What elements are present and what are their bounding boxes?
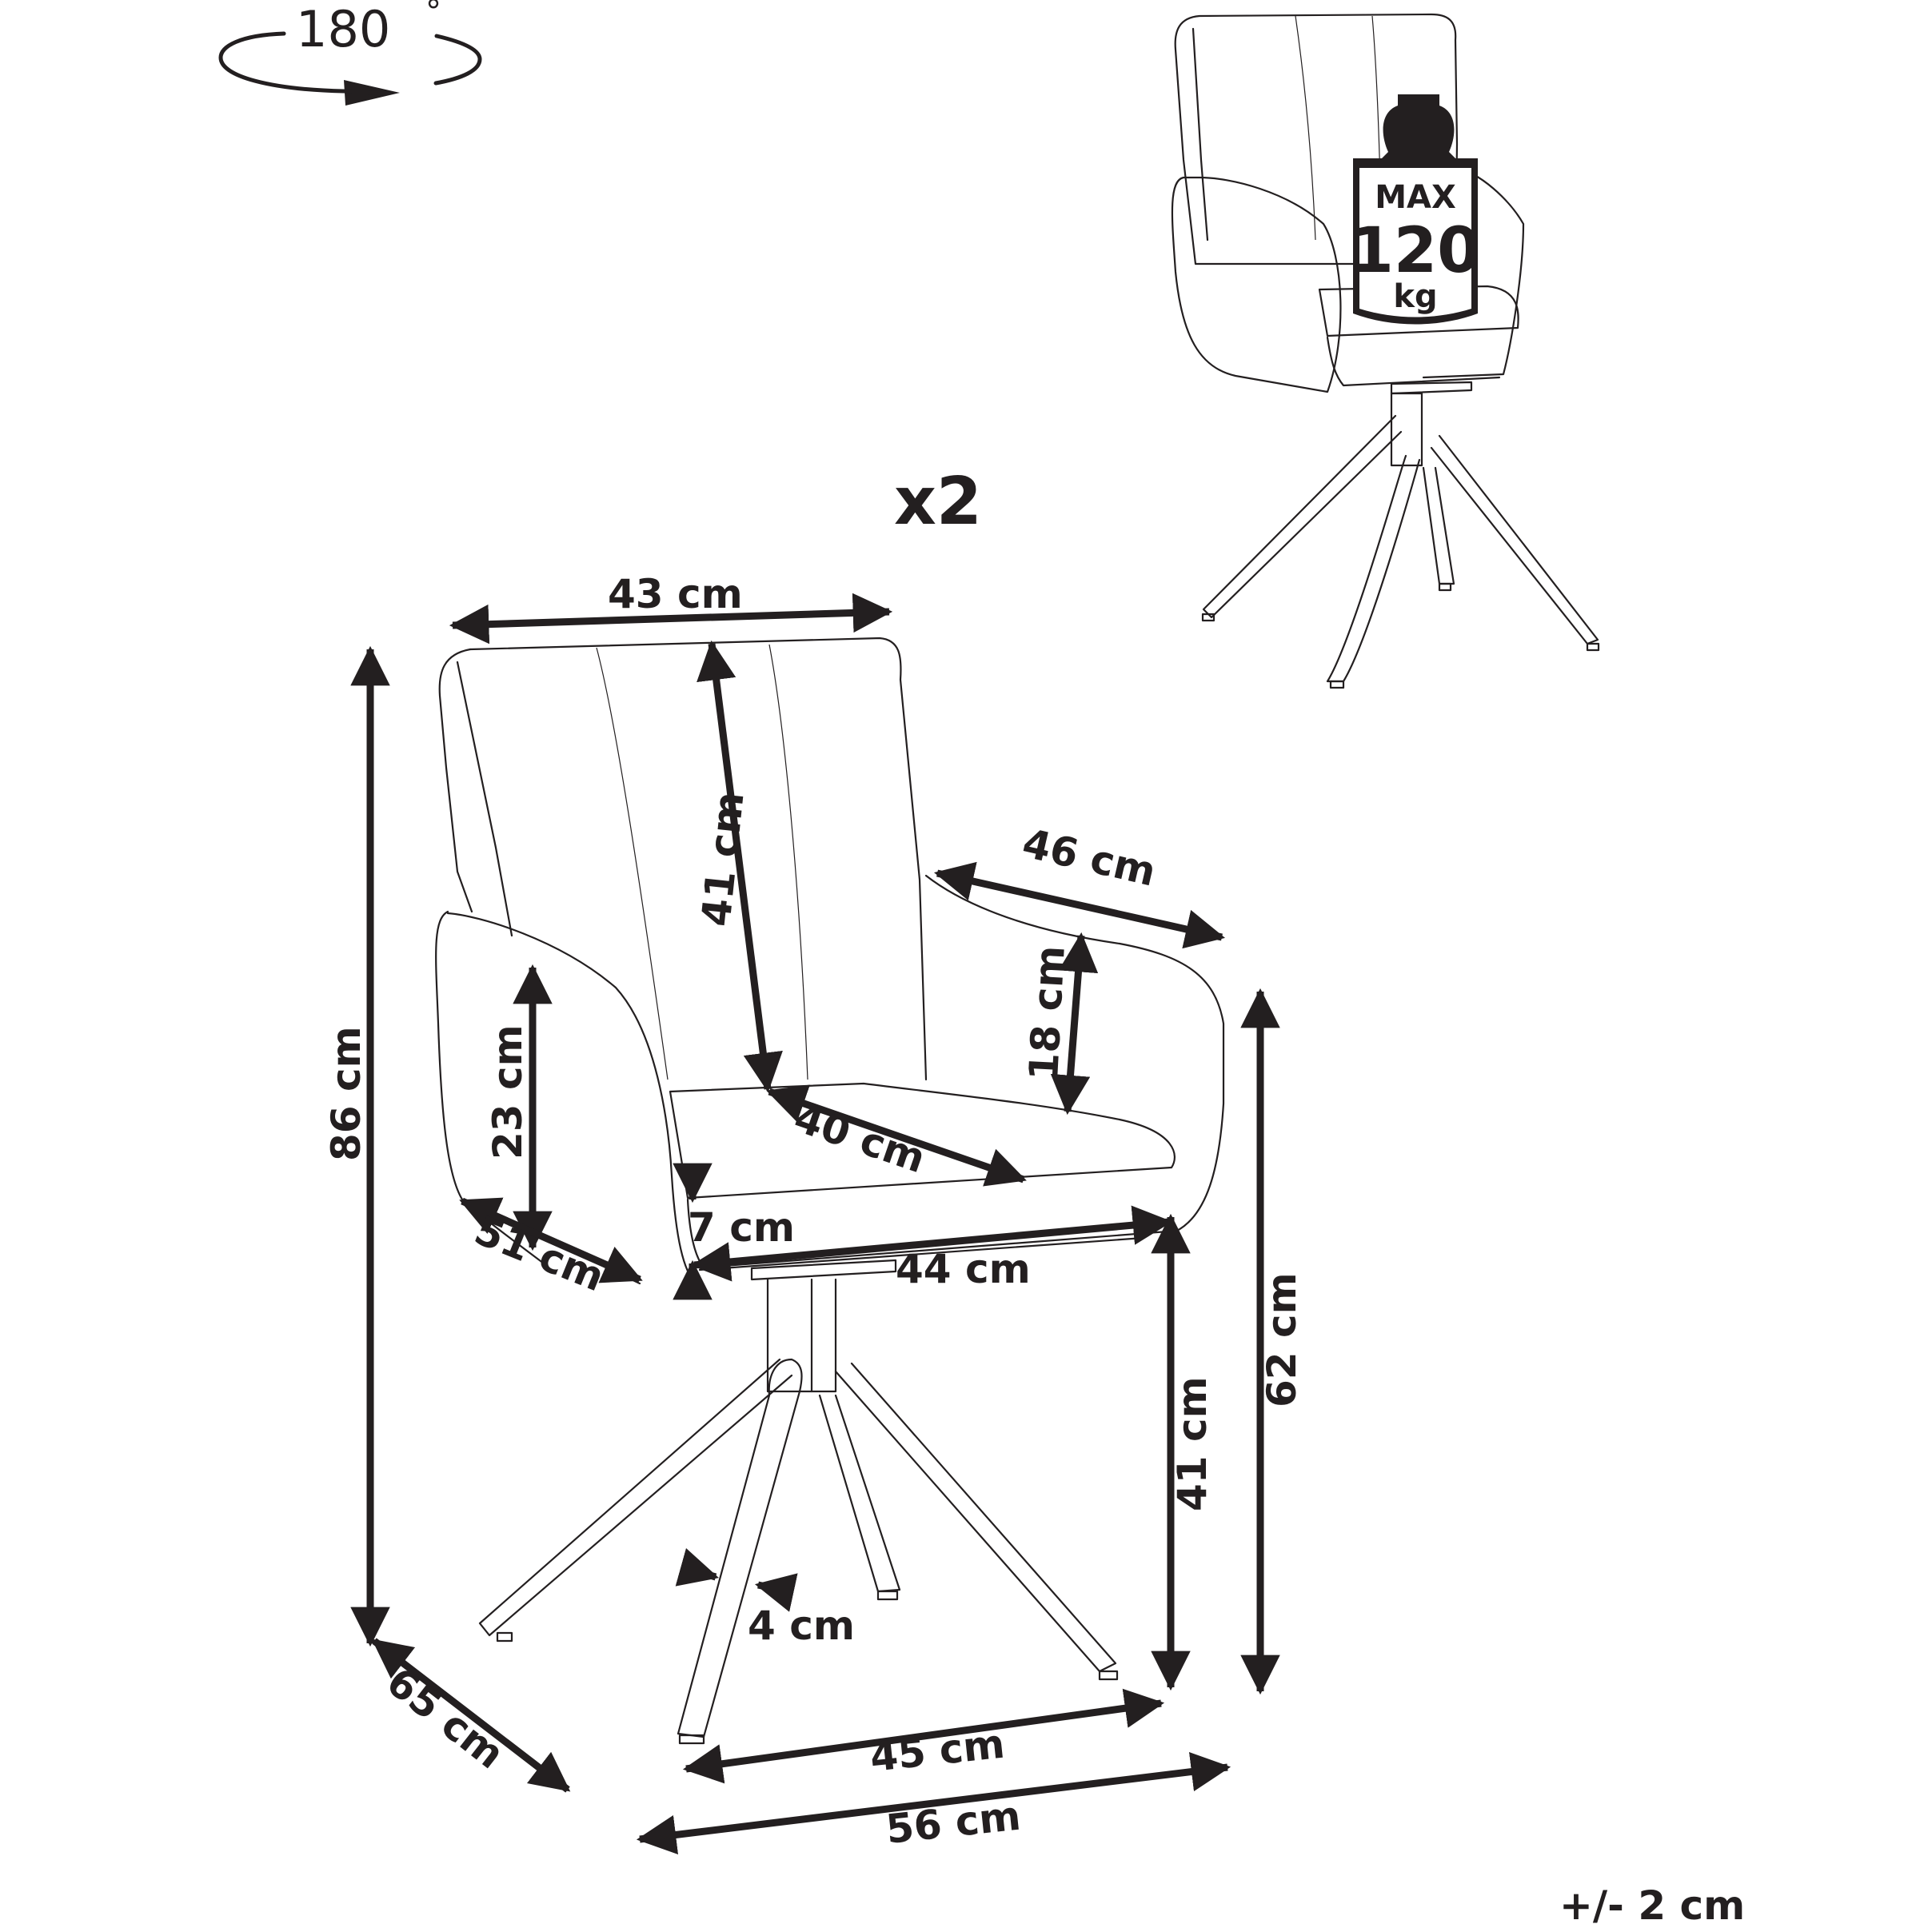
dim-seat-width [690, 1205, 1173, 1282]
dim-seat-depth [766, 1084, 1027, 1187]
dim-arm-height [1050, 932, 1099, 1116]
dim-backrest-width [449, 593, 893, 645]
rotation-label: 180 [296, 0, 390, 58]
dim-leg-width-right [754, 1573, 798, 1612]
chair-thumbnail: MAX 120 kg [1171, 13, 1600, 689]
dimension-lines [350, 593, 1280, 1855]
dim-arm-depth [459, 1197, 643, 1283]
dimension-labels: 43 cm 86 cm 41 cm 46 cm 18 cm 23 cm 40 c… [323, 571, 1305, 1853]
dim-arm-length [933, 861, 1226, 949]
dim-total-depth [371, 1638, 571, 1793]
dim-backrest-height [697, 640, 783, 1093]
label-44cm: 44 cm [896, 1246, 1031, 1292]
max-load-unit: kg [1393, 278, 1437, 315]
max-label: MAX [1375, 179, 1456, 216]
max-load-value: 120 [1351, 215, 1481, 287]
degree-symbol: ° [425, 0, 441, 30]
label-51cm: 51 cm [469, 1207, 611, 1300]
label-41cm-seat-height: 41 cm [1169, 1376, 1215, 1511]
label-43cm: 43 cm [608, 571, 743, 617]
label-18cm: 18 cm [1020, 944, 1074, 1082]
label-65cm: 65 cm [378, 1659, 513, 1778]
label-40cm: 40 cm [788, 1095, 931, 1183]
max-load-badge: MAX 120 kg [1351, 94, 1481, 325]
dim-total-width [636, 1751, 1231, 1855]
label-86cm: 86 cm [323, 1026, 369, 1161]
label-62cm: 62 cm [1259, 1272, 1305, 1407]
label-4cm: 4 cm [748, 1603, 855, 1649]
quantity-label: x2 [894, 464, 982, 540]
chair-main [435, 637, 1225, 1745]
tolerance-note: +/- 2 cm [1559, 1882, 1745, 1929]
label-7cm: 7 cm [688, 1204, 795, 1251]
label-46cm: 46 cm [1018, 820, 1160, 895]
dim-leg-width-left [675, 1547, 719, 1587]
label-23cm: 23 cm [485, 1024, 531, 1160]
label-45cm: 45 cm [868, 1721, 1007, 1781]
rotation-icon: 180 ° [218, 0, 482, 106]
label-56cm: 56 cm [884, 1793, 1023, 1853]
